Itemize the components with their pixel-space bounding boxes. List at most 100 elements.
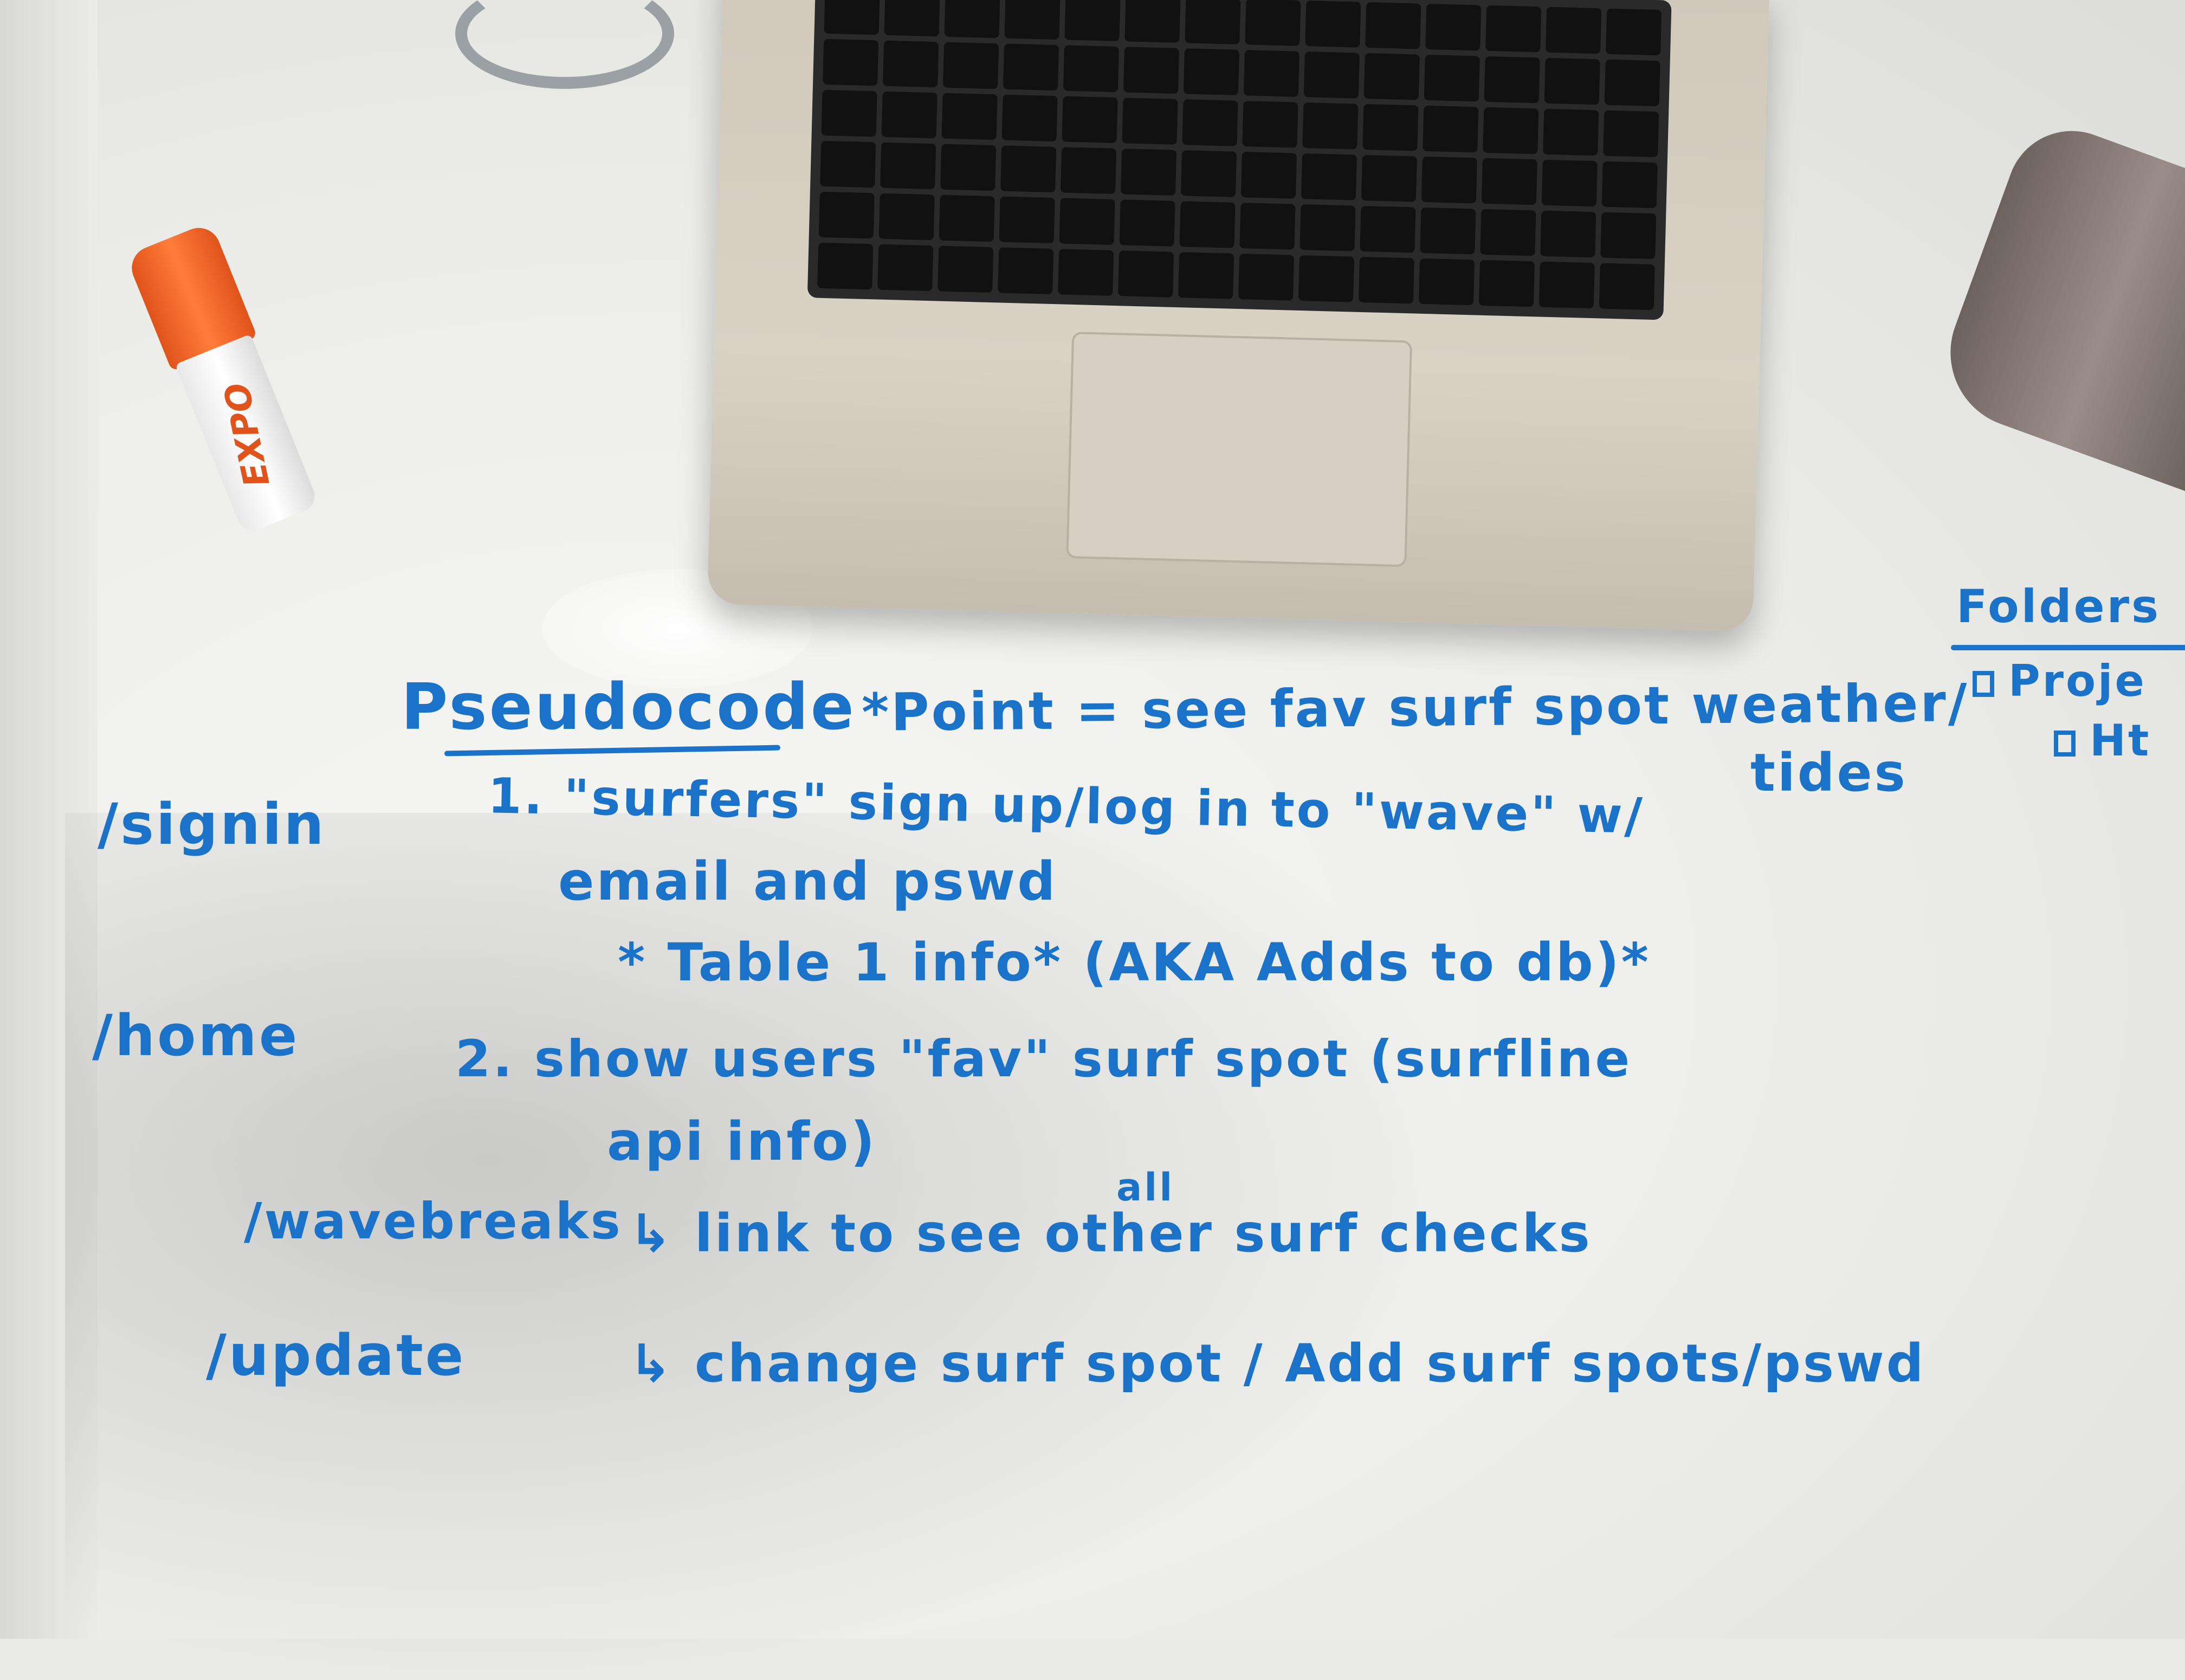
folders-item-1: Proje: [1973, 656, 2147, 706]
keycap: [939, 195, 995, 242]
keycap: [938, 245, 994, 293]
keycap: [942, 42, 999, 89]
keycap: [1546, 7, 1602, 54]
keycap: [1185, 0, 1241, 44]
keycap: [1063, 45, 1120, 93]
keycap: [1302, 102, 1359, 150]
folders-item-2: Ht: [2054, 715, 2151, 766]
point-text: *Point = see fav surf spot weather/: [861, 673, 1970, 743]
route-home: /home: [92, 1003, 300, 1069]
keycap: [1178, 252, 1234, 299]
shadow: [65, 813, 1474, 1680]
keycap: [1059, 198, 1115, 245]
keycap: [1122, 98, 1178, 145]
keycap: [1604, 59, 1660, 107]
keycap: [1123, 47, 1180, 94]
keycap: [1119, 199, 1175, 247]
keycap: [1420, 207, 1476, 255]
keycap: [1300, 204, 1356, 251]
folders-item-1-label: Proje: [2008, 656, 2147, 706]
step-1-note: * Table 1 info* (AKA Adds to db)*: [618, 932, 1651, 993]
board-left-surface: [0, 0, 98, 1639]
keycap: [1418, 258, 1475, 306]
checkbox-icon: [1973, 671, 1994, 697]
keycap: [1004, 0, 1061, 40]
keycap: [1120, 148, 1177, 196]
route-update: /update: [206, 1322, 466, 1388]
keycap: [1358, 256, 1415, 304]
keycap: [1001, 94, 1058, 142]
keycap: [1179, 201, 1236, 248]
keycap: [884, 0, 940, 37]
link-line: ↳ link to see other surf checks: [629, 1203, 1592, 1264]
keycap: [1060, 147, 1117, 194]
laptop-keyboard: [807, 0, 1672, 320]
keycap: [998, 247, 1054, 295]
keycap: [1240, 152, 1297, 199]
keycap: [1360, 205, 1416, 253]
keycap: [941, 93, 998, 140]
keycap: [1362, 104, 1419, 151]
keycap: [1424, 54, 1480, 102]
keycap: [1180, 150, 1237, 197]
keycap: [1481, 158, 1537, 205]
change-line: ↳ change surf spot / Add surf spots/pswd: [629, 1333, 1926, 1394]
keycap: [818, 191, 875, 239]
step-1-line-2: email and pswd: [558, 851, 1058, 913]
point-text-cont: tides: [1750, 742, 1908, 803]
keycap: [821, 89, 877, 137]
keycap: [1601, 161, 1658, 209]
keycap: [817, 242, 874, 290]
keycap: [1538, 261, 1595, 309]
keycap: [1118, 250, 1174, 298]
keycap: [999, 196, 1055, 244]
keycap: [820, 140, 876, 188]
keycap: [1361, 154, 1417, 202]
keycap: [1540, 210, 1596, 258]
keycap: [1305, 1, 1361, 48]
keycap: [1425, 3, 1482, 51]
keycap: [1599, 263, 1655, 311]
marker-brand: EXPO: [216, 379, 278, 490]
keycap: [1003, 43, 1059, 91]
keycap: [1058, 249, 1114, 296]
keycap: [1421, 156, 1477, 204]
keycap: [940, 144, 997, 191]
keycap: [1303, 51, 1360, 99]
keycap: [1243, 50, 1300, 97]
route-wavebreaks: /wavebreaks: [244, 1192, 623, 1250]
link-insert: all: [1116, 1165, 1175, 1210]
keycap: [1423, 105, 1479, 153]
keycap: [1301, 153, 1357, 201]
checkbox-icon: [2054, 731, 2076, 757]
keycap: [1544, 57, 1600, 105]
folders-title: Folders: [1956, 580, 2161, 633]
keycap: [1239, 203, 1296, 250]
keycap: [823, 38, 879, 86]
keycap: [881, 91, 938, 139]
keycap: [1064, 0, 1121, 42]
keycap: [1365, 2, 1421, 49]
keycap: [1238, 254, 1295, 301]
keycap: [1242, 101, 1298, 148]
keycap: [1478, 260, 1535, 307]
keycap: [1182, 99, 1238, 146]
keycap: [878, 193, 935, 241]
step-2-line-1: 2. show users "fav" surf spot (surfline: [455, 1030, 1632, 1089]
keycap: [1124, 0, 1181, 43]
pseudocode-title: Pseudocode: [401, 669, 856, 744]
keycap: [824, 0, 880, 35]
keycap: [880, 142, 936, 190]
keycap: [1606, 8, 1662, 56]
keycap: [1603, 110, 1659, 158]
keycap: [944, 0, 1000, 38]
keycap: [1363, 53, 1420, 100]
keycap: [1480, 209, 1536, 256]
laptop-trackpad: [1066, 331, 1413, 567]
keycap: [1062, 96, 1118, 144]
keycap: [1485, 5, 1542, 53]
folders-underline: [1951, 645, 2185, 650]
step-2-line-2: api info): [607, 1111, 877, 1173]
keycap: [1183, 48, 1239, 95]
